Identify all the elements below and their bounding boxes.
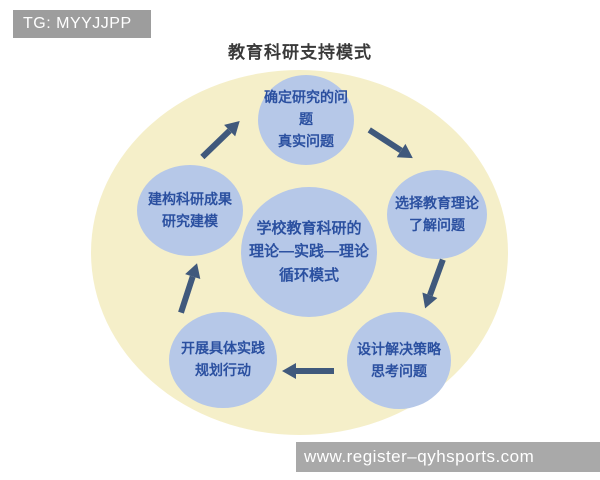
watermark-badge: TG: MYYJJPP xyxy=(13,10,151,38)
cycle-arrow-up-right-icon xyxy=(197,115,246,163)
node-center-cycle-model: 学校教育科研的 理论—实践—理论 循环模式 xyxy=(241,187,377,317)
node-line: 循环模式 xyxy=(278,266,339,284)
node-line: 确定研究的问题 xyxy=(264,89,348,128)
watermark-url: www.register–qyhsports.com xyxy=(304,447,535,466)
node-line: 真实问题 xyxy=(278,132,334,149)
cycle-arrow-down-right-icon xyxy=(365,123,417,165)
node-line: 理论—实践—理论 xyxy=(248,243,369,261)
node-carry-out-practice: 开展具体实践 规划行动 xyxy=(169,312,277,408)
watermark-badge-label: TG: MYYJJPP xyxy=(23,15,132,32)
node-build-results: 建构科研成果 研究建模 xyxy=(137,165,243,256)
node-line: 了解问题 xyxy=(409,216,465,233)
cycle-arrow-left-icon xyxy=(282,363,334,379)
node-line: 思考问题 xyxy=(371,362,427,379)
node-line: 学校教育科研的 xyxy=(256,220,362,238)
node-identify-problem: 确定研究的问题 真实问题 xyxy=(258,75,354,165)
node-line: 开展具体实践 xyxy=(181,340,265,357)
cycle-arrow-down-icon xyxy=(418,257,451,311)
node-line: 选择教育理论 xyxy=(395,194,479,211)
cycle-arrow-up-icon xyxy=(173,261,204,315)
diagram-title: 教育科研支持模式 xyxy=(228,43,372,63)
node-choose-theory: 选择教育理论 了解问题 xyxy=(387,170,487,259)
node-design-strategy: 设计解决策略 思考问题 xyxy=(347,312,451,409)
node-line: 建构科研成果 xyxy=(148,190,232,207)
watermark-url-banner: www.register–qyhsports.com xyxy=(296,442,600,472)
node-line: 规划行动 xyxy=(195,362,251,378)
node-line: 研究建模 xyxy=(162,212,218,229)
node-line: 设计解决策略 xyxy=(357,340,441,357)
